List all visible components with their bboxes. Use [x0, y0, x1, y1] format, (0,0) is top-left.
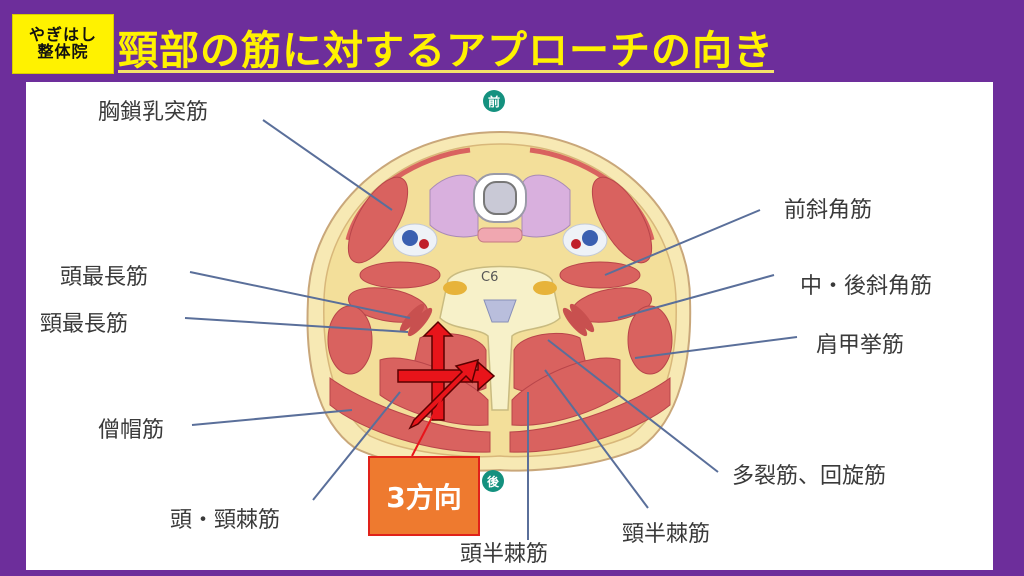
callout-text: 3方向	[386, 481, 462, 514]
label-anterior-scalene: 前斜角筋	[784, 198, 873, 223]
three-directions-callout: 3方向	[368, 456, 480, 536]
callout-pointer	[411, 397, 443, 457]
label-middle-posterior-scalene: 中・後斜角筋	[800, 274, 933, 299]
label-semispinalis-cervicis: 頸半棘筋	[622, 522, 711, 547]
vertebra-label: C6	[481, 270, 499, 285]
page-title: 頸部の筋に対するアプローチの向き	[118, 28, 774, 74]
anterior-badge: 前	[483, 90, 505, 112]
label-longissimus-cervicis: 頸最長筋	[40, 312, 129, 337]
clinic-logo: やぎはし 整体院	[12, 14, 114, 74]
label-spinalis: 頭・頸棘筋	[170, 508, 281, 533]
label-multifidus-rotatores: 多裂筋、回旋筋	[732, 464, 887, 489]
approach-arrows	[397, 320, 496, 430]
label-trapezius: 僧帽筋	[98, 418, 165, 443]
brand-line-2: 整体院	[37, 42, 89, 61]
label-levator-scapulae: 肩甲挙筋	[816, 333, 905, 358]
label-semispinalis-capitis: 頭半棘筋	[460, 542, 549, 567]
posterior-badge: 後	[482, 470, 504, 492]
label-sternocleidomastoid: 胸鎖乳突筋	[98, 100, 209, 125]
brand-line-1: やぎはし	[28, 25, 97, 45]
label-longissimus-capitis: 頭最長筋	[60, 265, 149, 290]
leader-lines	[184, 119, 798, 540]
